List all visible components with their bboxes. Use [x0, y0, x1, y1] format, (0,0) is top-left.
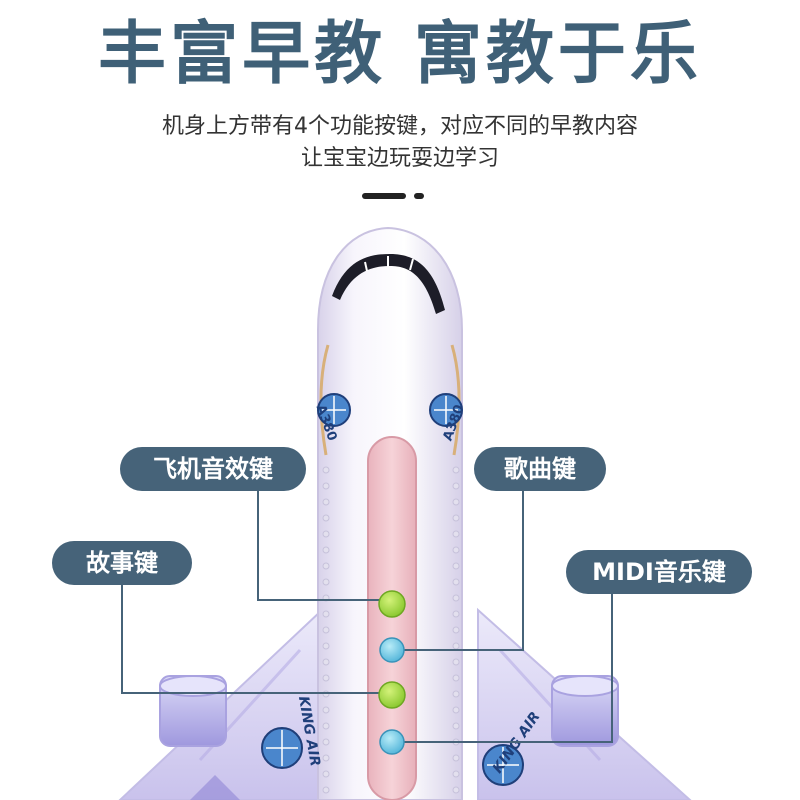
- callout-line-story: [121, 582, 392, 694]
- window-dot: [452, 610, 460, 618]
- divider-dash-long: [362, 193, 406, 199]
- divider-dash-dot: [414, 193, 424, 199]
- window-dot: [452, 706, 460, 714]
- window-dot: [322, 546, 330, 554]
- left-engine: [159, 675, 227, 747]
- window-dot: [322, 770, 330, 778]
- window-row-right: [452, 466, 460, 794]
- window-dot: [452, 594, 460, 602]
- window-dot: [452, 786, 460, 794]
- plane-sound-button[interactable]: [378, 590, 406, 618]
- label-midi: MIDI音乐键: [566, 550, 752, 594]
- window-dot: [322, 658, 330, 666]
- window-dot: [322, 498, 330, 506]
- window-dot: [452, 626, 460, 634]
- window-row-left: [322, 466, 330, 794]
- window-dot: [452, 642, 460, 650]
- window-dot: [322, 722, 330, 730]
- window-dot: [452, 690, 460, 698]
- story-button[interactable]: [378, 681, 406, 709]
- window-dot: [452, 674, 460, 682]
- window-dot: [322, 642, 330, 650]
- callout-line-song: [392, 488, 524, 651]
- window-dot: [322, 626, 330, 634]
- window-dot: [322, 754, 330, 762]
- label-story: 故事键: [52, 541, 192, 585]
- window-dot: [452, 482, 460, 490]
- window-dot: [452, 562, 460, 570]
- callout-line-midi: [392, 592, 613, 743]
- window-dot: [452, 578, 460, 586]
- midi-music-button[interactable]: [379, 729, 405, 755]
- label-song: 歌曲键: [474, 447, 606, 491]
- window-dot: [452, 754, 460, 762]
- window-dot: [452, 466, 460, 474]
- window-dot: [322, 530, 330, 538]
- headline: 丰富早教 寓教于乐: [98, 15, 702, 94]
- callout-lines: [121, 488, 613, 743]
- window-dot: [322, 706, 330, 714]
- song-button[interactable]: [379, 637, 405, 663]
- window-dot: [452, 546, 460, 554]
- subtitle-line-2: 让宝宝边玩耍边学习: [300, 146, 499, 171]
- callout-line-plane-sound: [257, 488, 392, 601]
- window-dot: [452, 514, 460, 522]
- window-dot: [322, 482, 330, 490]
- window-dot: [322, 466, 330, 474]
- window-dot: [322, 514, 330, 522]
- window-dot: [452, 722, 460, 730]
- window-dot: [322, 562, 330, 570]
- window-dot: [322, 610, 330, 618]
- window-dot: [322, 674, 330, 682]
- window-dot: [322, 738, 330, 746]
- window-dot: [452, 498, 460, 506]
- window-dot: [452, 658, 460, 666]
- window-dot: [322, 578, 330, 586]
- window-dot: [452, 530, 460, 538]
- cockpit-window: [332, 254, 445, 314]
- pink-stripe: [367, 436, 417, 800]
- right-engine: [551, 675, 619, 747]
- window-dot: [452, 770, 460, 778]
- subtitle-line-1: 机身上方带有4个功能按键，对应不同的早教内容: [162, 114, 638, 139]
- window-dot: [322, 786, 330, 794]
- label-plane-sound: 飞机音效键: [120, 447, 306, 491]
